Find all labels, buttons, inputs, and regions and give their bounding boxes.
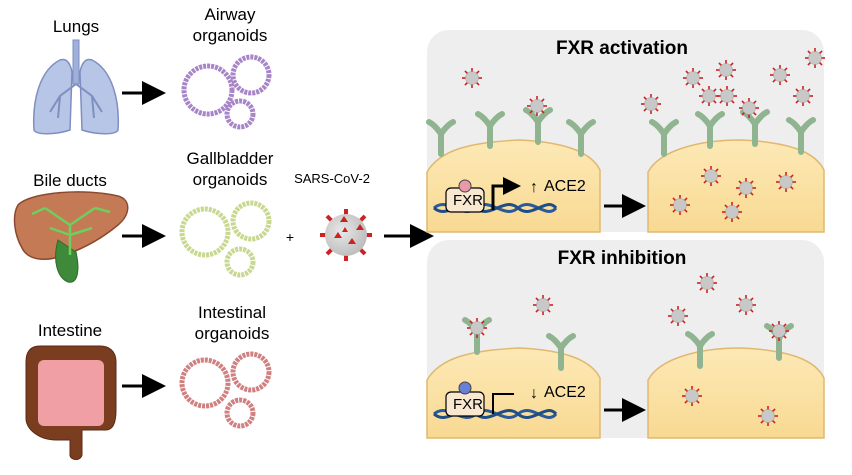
promoter-arrow (491, 177, 521, 210)
activation-panel (426, 30, 825, 233)
regulation-arrow: ↑ (530, 179, 538, 196)
virus-particle-icon (722, 202, 742, 222)
intestine-icon (25, 345, 117, 460)
plus-sign: + (286, 229, 294, 245)
liver-icon (13, 191, 129, 283)
ligand-dot (458, 179, 472, 193)
regulation-arrow: ↓ (530, 385, 538, 402)
virus-particle-icon (641, 94, 661, 114)
virus-particle-icon (670, 195, 690, 215)
virus-particle-icon (739, 98, 759, 118)
fxr-label: FXR (453, 192, 483, 209)
virus-particle-icon (527, 96, 547, 116)
virus-particle-icon (699, 86, 719, 106)
virus-particle-icon (668, 306, 688, 326)
cell-after (647, 139, 825, 233)
virus-particle-icon (462, 68, 482, 88)
organ-label-bile: Bile ducts (33, 171, 107, 190)
lungs-icon (32, 39, 120, 135)
virus-particle-icon (701, 166, 721, 186)
virus-particle-icon (697, 273, 717, 293)
virus-particle-icon (533, 295, 553, 315)
ace2-receptor-icon (695, 111, 725, 149)
virus-particle-icon (805, 48, 825, 68)
panel-title-activation: FXR activation (556, 38, 688, 59)
virus-particle-icon (736, 178, 756, 198)
ace2-receptor-icon (475, 111, 505, 149)
ligand-dot (458, 381, 472, 395)
ace2-receptor-icon (685, 331, 715, 369)
ace2-label: ACE2 (544, 178, 586, 195)
organ-label-intestine: Intestine (38, 321, 102, 340)
organ-label-lungs: Lungs (53, 17, 99, 36)
virus-particle-icon (736, 295, 756, 315)
virus-particle-icon (682, 386, 702, 406)
intestinal-organoids-icon (179, 351, 272, 429)
ace2-receptor-icon (649, 119, 679, 157)
virus-particle-icon (716, 60, 736, 80)
virus-particle-icon (467, 318, 487, 338)
virus-particle-icon (769, 321, 789, 341)
virus-particle-icon (776, 172, 796, 192)
ace2-receptor-icon (523, 107, 553, 145)
sars-cov-2-icon (320, 209, 372, 261)
virus-label: SARS-CoV-2 (294, 171, 370, 186)
gallbladder-organoids-icon (179, 200, 272, 278)
virus-particle-icon (758, 406, 778, 426)
virus-particle-icon (683, 68, 703, 88)
ace2-label: ACE2 (544, 384, 586, 401)
cell-after (647, 347, 825, 439)
promoter-arrow (492, 393, 514, 414)
virus-particle-icon (770, 65, 790, 85)
airway-organoids-icon (181, 54, 272, 130)
ace2-receptor-icon (786, 117, 816, 155)
inhibition-panel (426, 240, 825, 439)
fxr-label: FXR (453, 396, 483, 413)
panel-title-inhibition: FXR inhibition (558, 248, 687, 269)
ace2-receptor-icon (546, 333, 576, 371)
virus-particle-icon (793, 86, 813, 106)
ace2-receptor-icon (426, 119, 456, 157)
ace2-receptor-icon (566, 119, 596, 157)
virus-particle-icon (717, 86, 737, 106)
